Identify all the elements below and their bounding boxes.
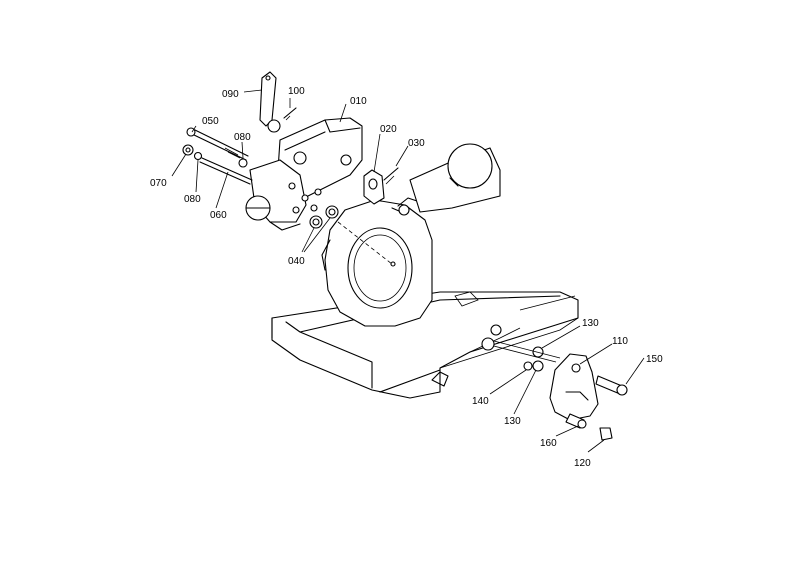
bolts-050-060 bbox=[182, 127, 253, 185]
label-130-top: 130 bbox=[582, 318, 599, 329]
label-080-bottom: 080 bbox=[184, 194, 201, 205]
leader-lines bbox=[171, 89, 645, 453]
label-010: 010 bbox=[350, 96, 367, 107]
label-030: 030 bbox=[408, 138, 425, 149]
part-labels: 010 020 030 040 050 060 070 080 080 090 … bbox=[150, 86, 663, 469]
label-040: 040 bbox=[288, 256, 305, 267]
label-110: 110 bbox=[612, 336, 628, 347]
label-130-bottom: 130 bbox=[504, 416, 521, 427]
starter-motor bbox=[391, 143, 501, 216]
label-140: 140 bbox=[472, 396, 489, 407]
o-rings-040 bbox=[309, 205, 393, 265]
label-020: 020 bbox=[380, 124, 397, 135]
label-090: 090 bbox=[222, 89, 239, 100]
label-080-top: 080 bbox=[234, 132, 251, 143]
label-100: 100 bbox=[288, 86, 305, 97]
lever-020 bbox=[363, 167, 399, 205]
lever-090 bbox=[259, 71, 297, 133]
label-160: 160 bbox=[540, 438, 557, 449]
label-150: 150 bbox=[646, 354, 663, 365]
label-120: 120 bbox=[574, 458, 591, 469]
label-050: 050 bbox=[202, 116, 219, 127]
label-060: 060 bbox=[210, 210, 227, 221]
label-070: 070 bbox=[150, 178, 167, 189]
flywheel-housing bbox=[321, 197, 433, 327]
bracket-110 bbox=[549, 353, 628, 441]
governor-assembly bbox=[245, 117, 363, 231]
washers-130-140 bbox=[481, 324, 561, 372]
